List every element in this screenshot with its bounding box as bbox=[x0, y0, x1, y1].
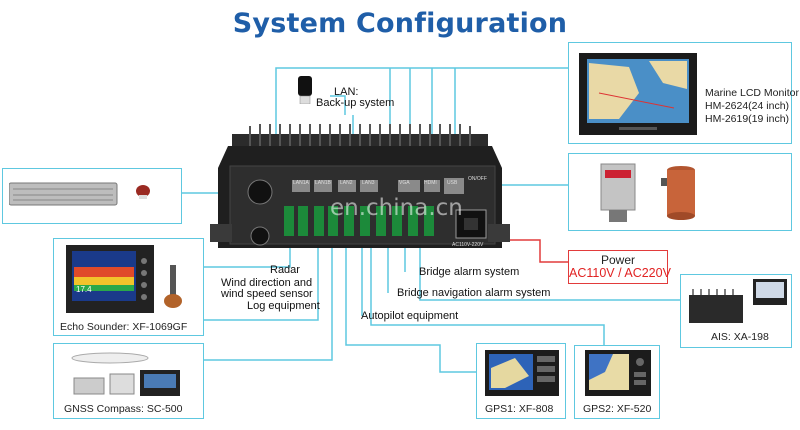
gps2-box: GPS2: XF-520 bbox=[574, 345, 660, 419]
power-label: Power bbox=[600, 253, 635, 267]
monitor-box: Marine LCD Monitor HM-2624(24 inch) HM-2… bbox=[568, 42, 799, 144]
usb-dongle-icon bbox=[298, 76, 312, 105]
peripheral-image bbox=[600, 163, 695, 222]
power-value: AC110V / AC220V bbox=[569, 266, 671, 280]
port-lan2: LAN2 bbox=[340, 180, 353, 186]
computer-box-graphic bbox=[210, 124, 510, 248]
label-wind-line1: Wind direction and bbox=[221, 277, 313, 289]
gps1-box: GPS1: XF-808 bbox=[476, 343, 566, 419]
gnss-box: GNSS Compass: SC-500 bbox=[53, 343, 204, 419]
monitor-caption-3: HM-2619(19 inch) bbox=[705, 113, 790, 125]
monitor-caption-1: Marine LCD Monitor bbox=[705, 87, 799, 99]
gnss-caption: GNSS Compass: SC-500 bbox=[64, 403, 183, 415]
ais-caption: AIS: XA-198 bbox=[711, 331, 769, 343]
ais-image bbox=[689, 279, 787, 323]
watermark: en.china.cn bbox=[330, 195, 463, 221]
port-hdmi: HDMI bbox=[424, 180, 437, 186]
monitor-caption-2: HM-2624(24 inch) bbox=[705, 100, 790, 112]
port-vga: VGA bbox=[399, 180, 410, 186]
peripheral-box bbox=[568, 153, 792, 231]
gps1-image bbox=[485, 350, 559, 396]
echo-sounder-image bbox=[66, 245, 182, 313]
echo-screen-readout: 17.4 bbox=[76, 285, 92, 294]
central-computer bbox=[210, 118, 510, 258]
keyboard-image bbox=[9, 182, 150, 206]
label-autopilot: Autopilot equipment bbox=[361, 310, 459, 322]
power-box: Power AC110V / AC220V bbox=[568, 250, 671, 284]
port-lan1b: LAN1B bbox=[315, 180, 331, 186]
port-usb: USB bbox=[447, 180, 458, 186]
port-ac: AC110V-220V bbox=[452, 242, 484, 248]
label-bridge-alarm: Bridge alarm system bbox=[419, 266, 520, 278]
page-title: System Configuration bbox=[232, 8, 568, 39]
gps2-image bbox=[585, 350, 651, 396]
usb-dongle bbox=[297, 76, 313, 105]
lan-label-line2: Back-up system bbox=[316, 97, 395, 109]
echo-sounder-box: 17.4 Echo Sounder: XF-1069GF bbox=[53, 238, 204, 336]
label-log: Log equipment bbox=[247, 300, 320, 312]
echo-caption: Echo Sounder: XF-1069GF bbox=[60, 321, 188, 333]
gps1-caption: GPS1: XF-808 bbox=[485, 403, 554, 415]
lan-label-line1: LAN: bbox=[334, 86, 359, 98]
label-wind-line2: wind speed sensor bbox=[221, 288, 313, 300]
port-lan1a: LAN1A bbox=[293, 180, 309, 186]
ais-box: AIS: XA-198 bbox=[680, 274, 792, 348]
gnss-compass-image bbox=[71, 352, 180, 396]
keyboard-box bbox=[2, 168, 182, 224]
gps2-caption: GPS2: XF-520 bbox=[583, 403, 652, 415]
label-bridge-nav: Bridge navigation alarm system bbox=[397, 287, 551, 299]
port-onoff: ON/OFF bbox=[468, 176, 487, 182]
port-lan3: LAN3 bbox=[362, 180, 375, 186]
lcd-monitor-image bbox=[579, 53, 697, 135]
label-radar: Radar bbox=[270, 264, 300, 276]
